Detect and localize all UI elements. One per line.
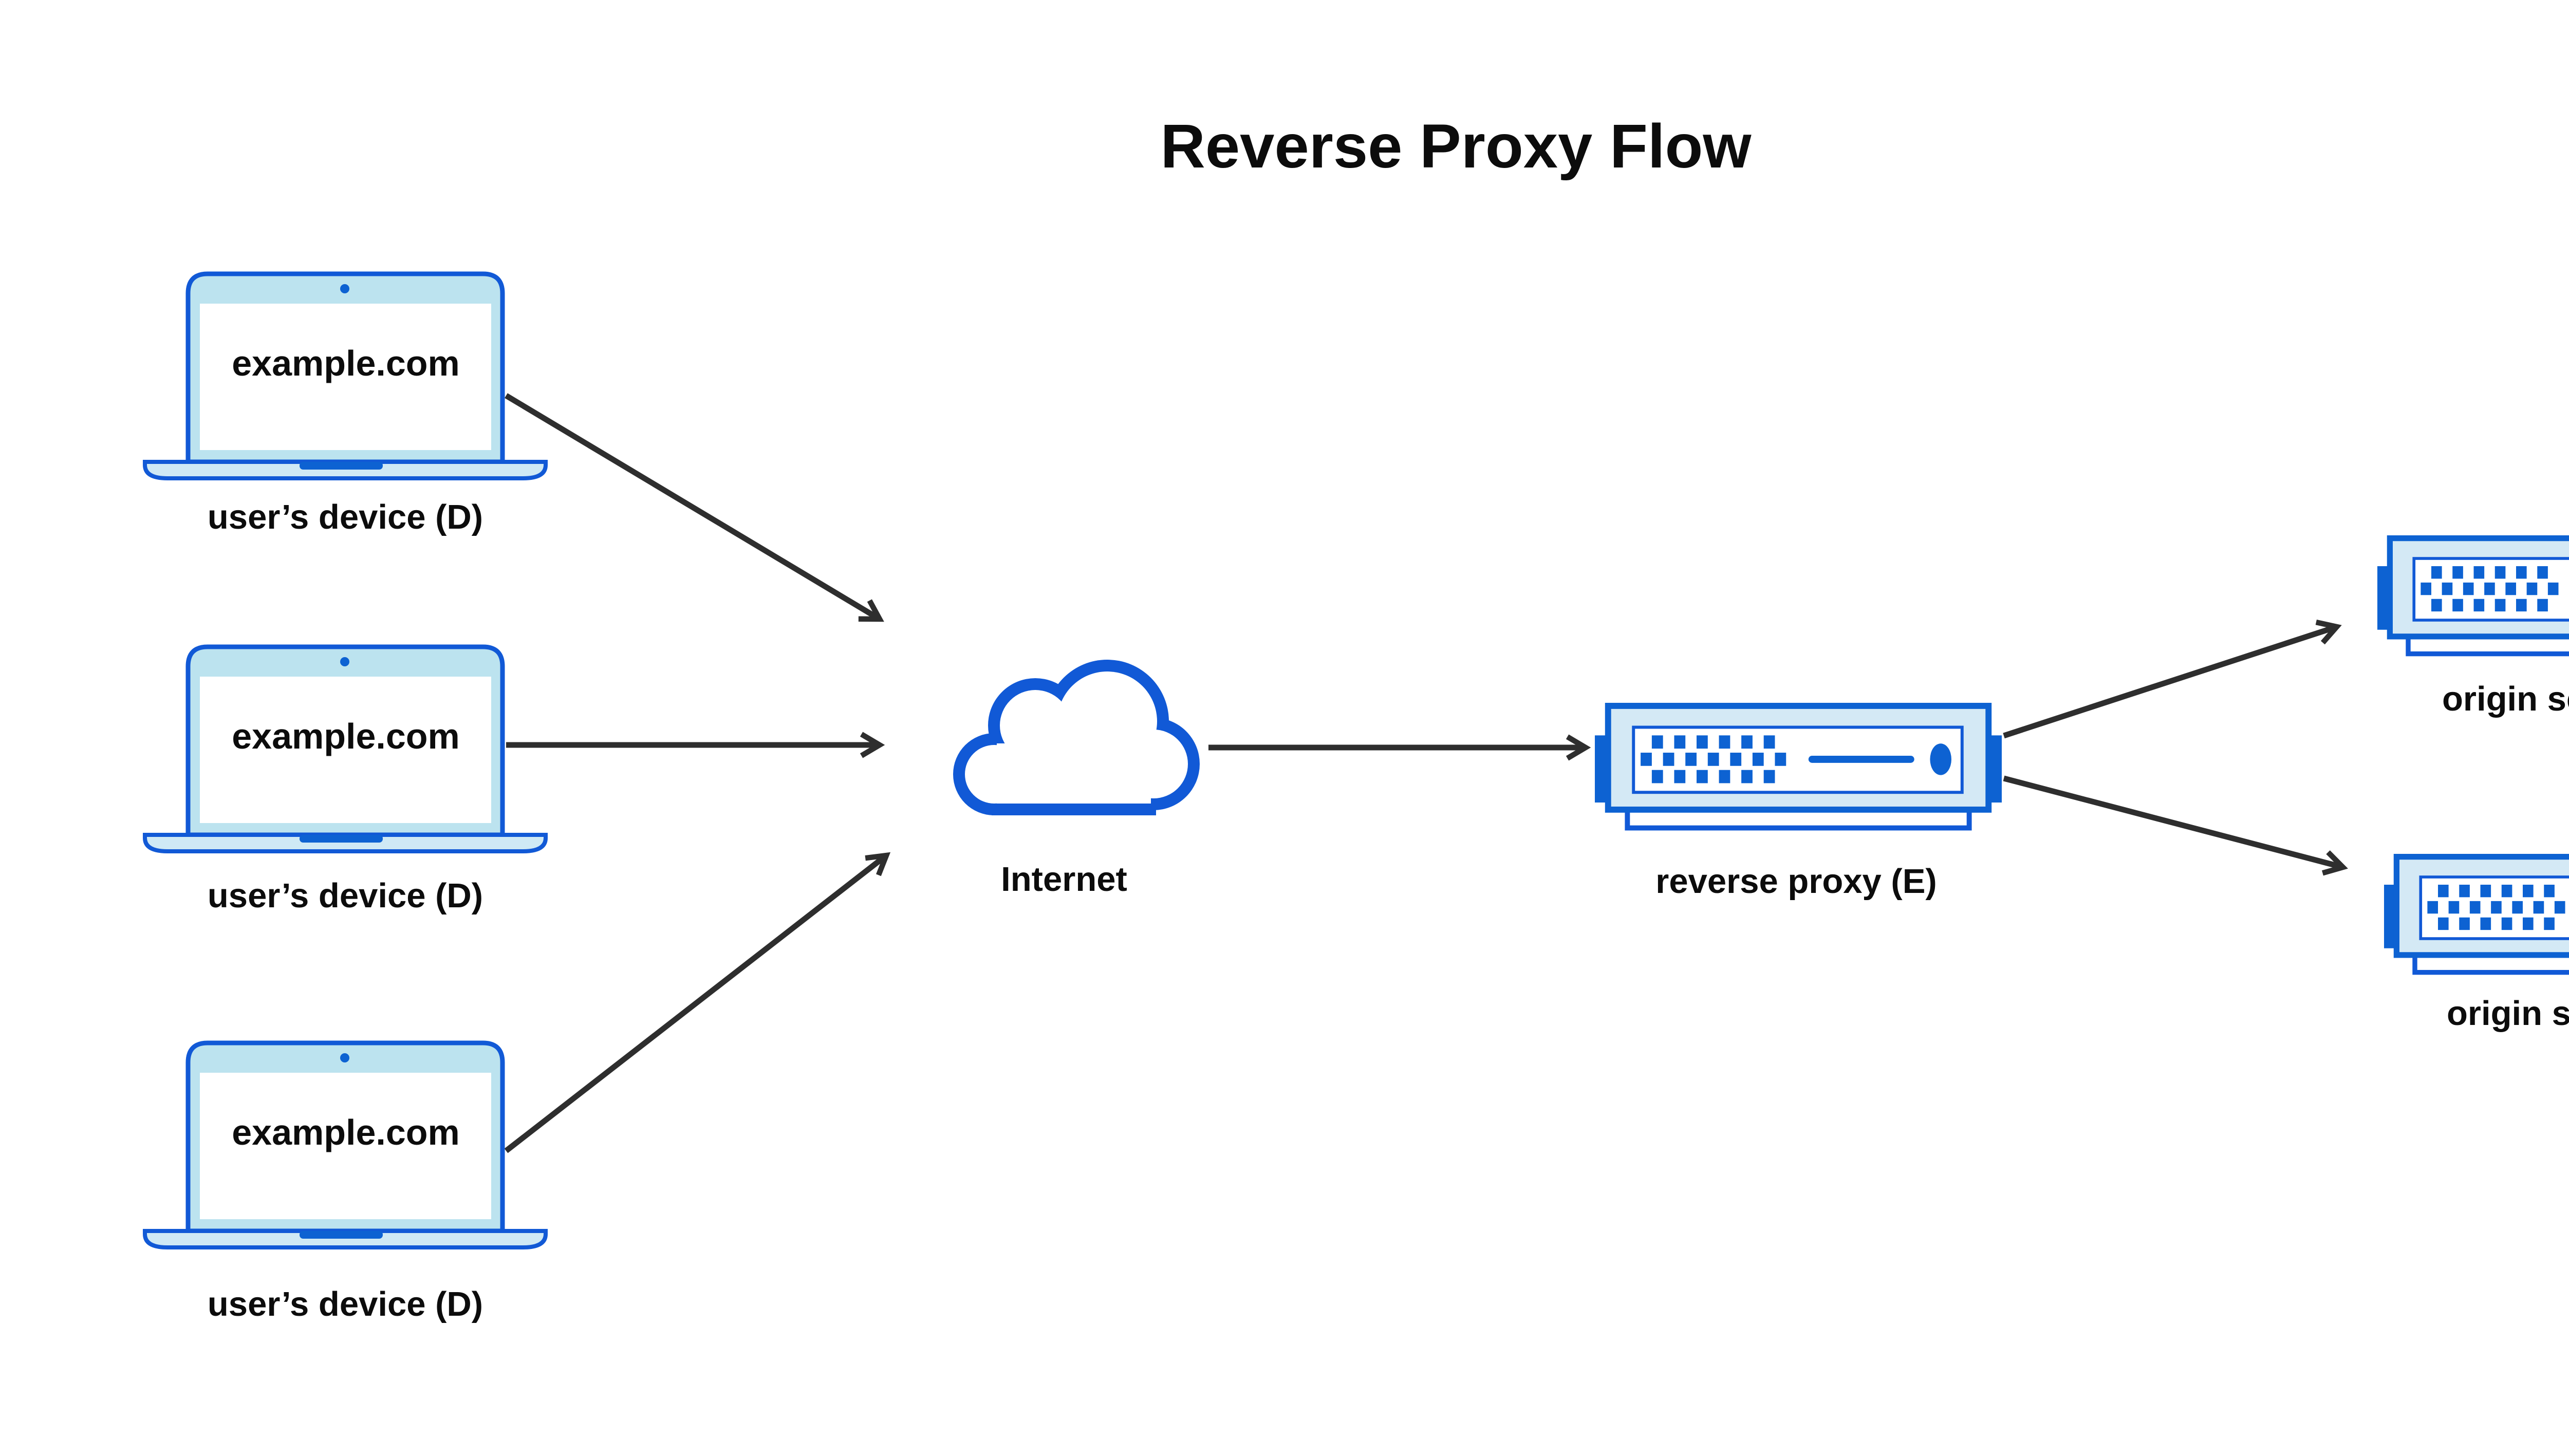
arrow-proxy-origin1 <box>2003 619 2342 739</box>
node-internet <box>920 648 1207 818</box>
laptop-icon <box>143 1040 548 1249</box>
arrow-device1-internet <box>505 393 884 622</box>
screen-text: example.com <box>232 343 460 383</box>
arrow-device3-internet <box>504 852 891 1153</box>
user-device-label: user’s device (D) <box>207 1285 483 1323</box>
node-user-device-2: example.com <box>143 644 549 854</box>
origin-server-label: origin server (F) <box>2446 994 2569 1033</box>
reverse-proxy-label: reverse proxy (E) <box>1655 862 1937 901</box>
internet-label: Internet <box>1001 860 1127 899</box>
server-vents <box>2427 885 2565 930</box>
server-slot <box>1808 755 1914 763</box>
server-indicator <box>1930 743 1951 775</box>
cloud-icon <box>953 660 1200 815</box>
server-vents <box>1641 735 1786 783</box>
node-user-device-1: example.com <box>143 271 549 481</box>
node-origin-server-1 <box>2377 535 2569 661</box>
user-device-label: user’s device (D) <box>207 876 483 915</box>
node-reverse-proxy <box>1595 703 2002 835</box>
server-icon <box>1595 703 2002 831</box>
server-icon <box>2377 535 2569 657</box>
camera-icon <box>340 284 349 293</box>
laptop-icon <box>143 644 548 853</box>
origin-server-label: origin server (F) <box>2442 680 2569 718</box>
page-title: Reverse Proxy Flow <box>1160 111 1752 181</box>
server-icon <box>2384 854 2569 975</box>
camera-icon <box>340 657 349 666</box>
node-origin-server-2 <box>2384 854 2569 979</box>
camera-icon <box>340 1053 349 1062</box>
laptop-icon <box>143 271 548 480</box>
screen-text: example.com <box>232 1112 460 1152</box>
server-vents <box>2421 566 2559 612</box>
node-user-device-3: example.com <box>143 1040 549 1250</box>
screen-text: example.com <box>232 716 460 756</box>
arrow-proxy-origin2 <box>2003 775 2348 876</box>
user-device-label: user’s device (D) <box>207 498 483 536</box>
